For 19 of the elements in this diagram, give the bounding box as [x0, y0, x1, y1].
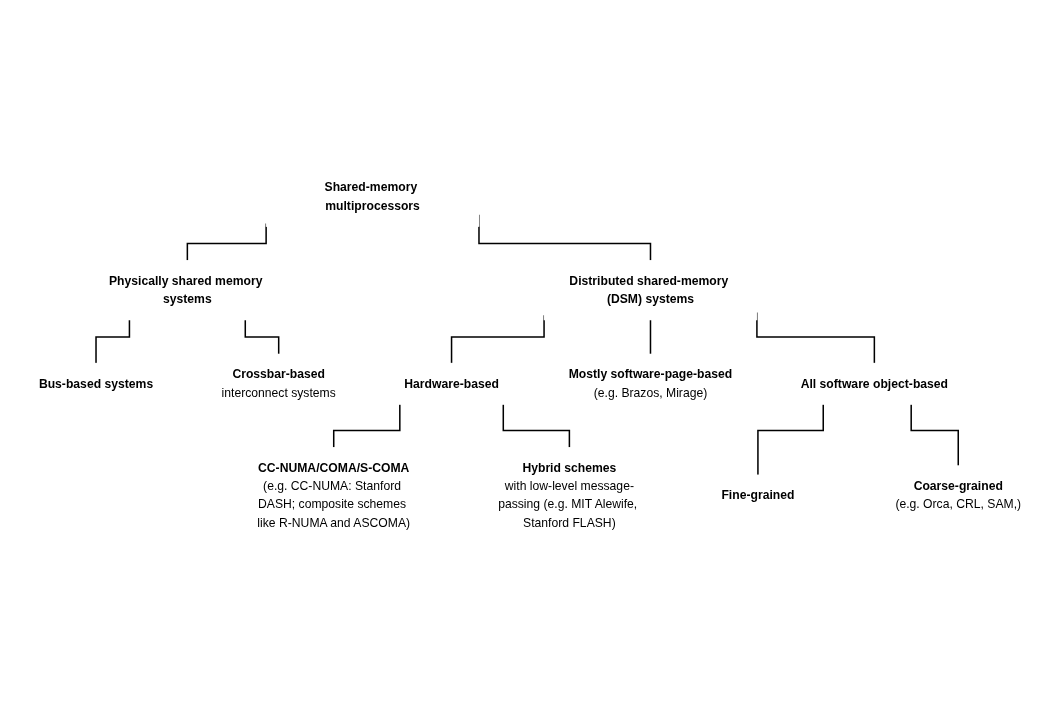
connector: [756, 403, 824, 476]
node-text: CC-NUMA/COMA/S-COMA (e.g. CC-NUMA: Stanford DASH; composite schemes like R-NUMA and ASCOMA): [256, 461, 410, 530]
node-text: Fine-grained: [720, 488, 794, 502]
connector: [94, 319, 130, 365]
node-text: All software object-based: [800, 377, 948, 391]
node-text: Hardware-based: [403, 377, 499, 391]
node-text: Bus-based systems: [38, 377, 153, 391]
node-text: Mostly software-page-based (e.g. Brazos, Mirage): [568, 368, 732, 400]
node-text: Hybrid schemes with low-level message-passing (e.g. MIT Alewife, Stanford FLASH): [497, 461, 637, 530]
node-text: Physically shared memory systems: [108, 274, 262, 306]
connector: [909, 403, 959, 467]
connector: [649, 319, 651, 356]
node-text: Distributed shared-memory (DSM) systems: [568, 274, 728, 306]
connector: [244, 319, 279, 356]
node-text: Shared-memory multiprocessors: [324, 181, 420, 213]
connector: [332, 403, 401, 449]
connector: [502, 403, 570, 449]
node-text: Crossbar-based interconnect systems: [221, 368, 336, 400]
node-text: Coarse-grained (e.g. Orca, CRL, SAM,): [894, 479, 1021, 511]
